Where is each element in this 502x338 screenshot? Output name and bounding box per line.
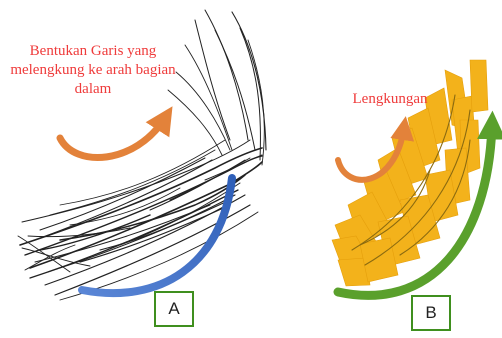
panel-b-annotation: Lengkungan (345, 90, 435, 109)
panel-a-annotation: Bentukan Garis yang melengkung ke arah b… (2, 42, 184, 99)
panel-b-label-box: B (411, 295, 451, 331)
panel-a-annotation-line-2: melengkung ke arah bagian (2, 61, 184, 80)
panel-a-label-box: A (154, 291, 194, 327)
orange-curved-arrow-a (60, 118, 165, 158)
panel-a-annotation-line-1: Bentukan Garis yang (2, 42, 184, 61)
panel-a-annotation-line-3: dalam (2, 80, 184, 99)
